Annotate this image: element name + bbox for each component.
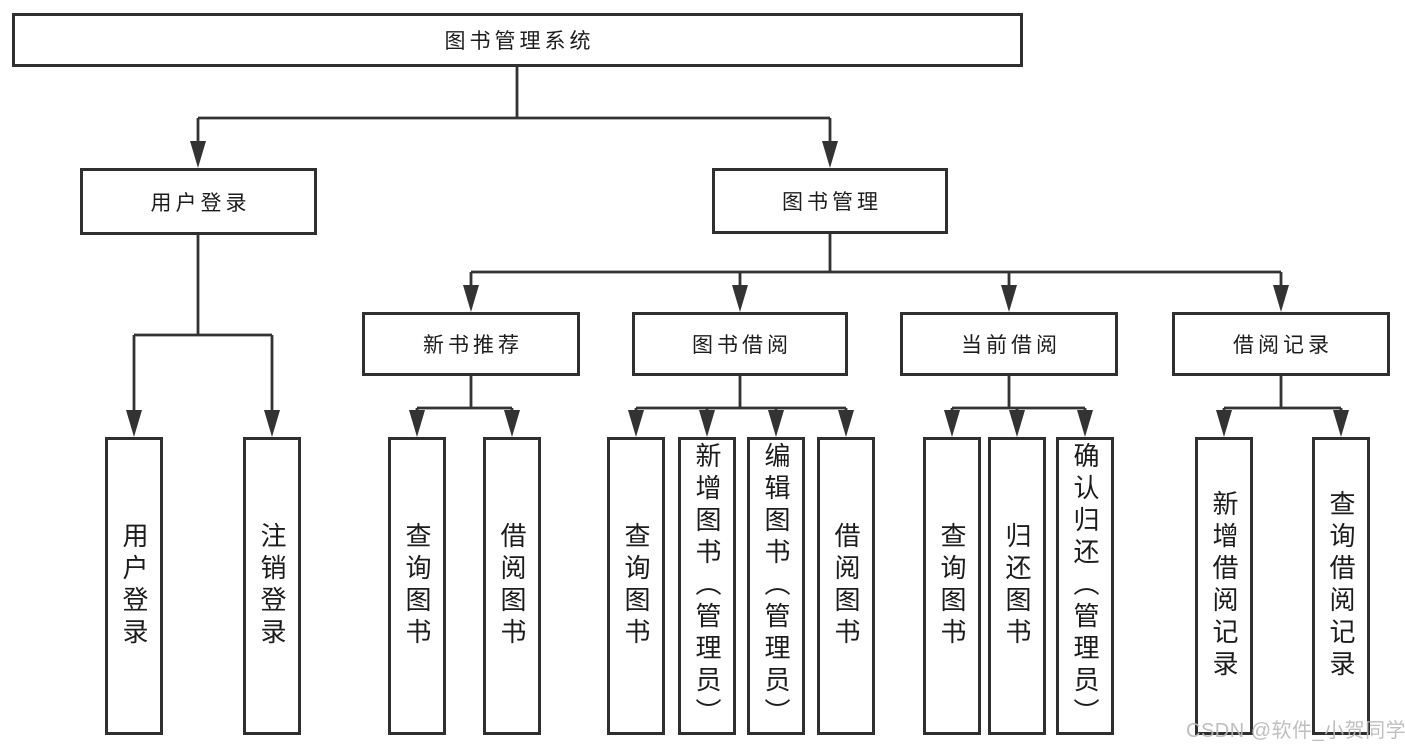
leaf-borrow-books-2: 借阅图书	[817, 437, 875, 735]
leaf-query-books-2-label: 查询图书	[621, 522, 651, 650]
node-current-borrow: 当前借阅	[900, 312, 1118, 376]
node-user-login-label: 用户登录	[150, 191, 251, 215]
leaf-add-books-admin-label: 新增图书（管理员）	[692, 442, 722, 730]
connector-borrow-to-leaves	[628, 376, 854, 437]
node-borrow-records-label: 借阅记录	[1233, 334, 1333, 357]
leaf-user-login: 用户登录	[105, 437, 163, 735]
node-user-login: 用户登录	[80, 168, 317, 235]
leaf-add-books-admin: 新增图书（管理员）	[678, 437, 736, 735]
leaf-edit-books-admin-label: 编辑图书（管理员）	[761, 442, 791, 730]
node-root-label: 图书管理系统	[444, 30, 595, 53]
connector-current-to-leaves	[944, 376, 1093, 437]
node-book-management-label: 图书管理	[782, 191, 882, 214]
connector-bookmgmt-to-level3	[463, 234, 1289, 312]
leaf-query-books-3-label: 查询图书	[937, 522, 967, 650]
connector-root-to-level2	[190, 67, 838, 168]
node-current-borrow-label: 当前借阅	[961, 334, 1061, 357]
leaf-return-books-label: 归还图书	[1002, 522, 1032, 650]
leaf-user-login-label: 用户登录	[119, 522, 149, 650]
leaf-confirm-return-admin-label: 确认归还（管理员）	[1070, 442, 1100, 730]
node-book-management: 图书管理	[712, 168, 948, 234]
connector-records-to-leaves	[1216, 376, 1349, 437]
leaf-query-books-1: 查询图书	[388, 437, 446, 735]
node-new-book-recommend-label: 新书推荐	[423, 334, 523, 357]
leaf-logout: 注销登录	[243, 437, 301, 735]
leaf-add-borrow-record-label: 新增借阅记录	[1209, 490, 1239, 682]
node-book-borrow-label: 图书借阅	[692, 334, 792, 357]
leaf-confirm-return-admin: 确认归还（管理员）	[1056, 437, 1114, 735]
leaf-query-books-3: 查询图书	[923, 437, 981, 735]
leaf-query-borrow-record-label: 查询借阅记录	[1326, 490, 1356, 682]
leaf-query-borrow-record: 查询借阅记录	[1312, 437, 1370, 735]
connector-newbooks-to-leaves	[409, 376, 520, 437]
leaf-borrow-books-1-label: 借阅图书	[497, 522, 527, 650]
node-book-borrow: 图书借阅	[632, 312, 848, 376]
leaf-logout-label: 注销登录	[257, 522, 287, 650]
node-root: 图书管理系统	[12, 13, 1023, 67]
node-borrow-records: 借阅记录	[1172, 312, 1390, 376]
leaf-add-borrow-record: 新增借阅记录	[1195, 437, 1253, 735]
node-new-book-recommend: 新书推荐	[362, 312, 580, 376]
leaf-query-books-1-label: 查询图书	[402, 522, 432, 650]
leaf-borrow-books-1: 借阅图书	[483, 437, 541, 735]
leaf-return-books: 归还图书	[988, 437, 1046, 735]
connector-userlogin-to-leaves	[126, 235, 280, 437]
leaf-edit-books-admin: 编辑图书（管理员）	[747, 437, 805, 735]
leaf-borrow-books-2-label: 借阅图书	[831, 522, 861, 650]
leaf-query-books-2: 查询图书	[607, 437, 665, 735]
watermark: CSDN @软件_小贺同学	[1186, 720, 1405, 742]
